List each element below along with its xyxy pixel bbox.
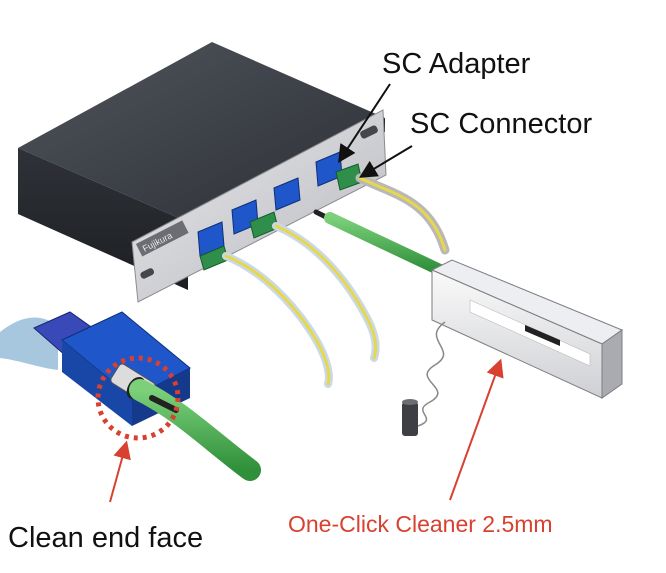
adapter-row: [197, 151, 363, 271]
cleaner-arrow: [449, 358, 504, 501]
sc-adapter-target: [315, 151, 363, 191]
clean-end-face-label: Clean end face: [8, 522, 203, 554]
cleaner-tip: [313, 209, 446, 276]
end-face-callout-circle: [95, 355, 181, 441]
one-click-cleaner: [430, 259, 624, 399]
mount-slot: [140, 268, 155, 279]
sc-adapter: [231, 199, 279, 239]
cleaner-slider: [525, 325, 560, 346]
fiber-cables: [222, 173, 450, 388]
end-face-arrow: [109, 440, 131, 503]
lanyard-cap: [402, 321, 446, 436]
enclosure-top: [18, 42, 385, 222]
fiber-enclosure: Fujikura: [18, 42, 387, 303]
closeup-inset: [0, 311, 261, 481]
front-panel: [131, 109, 387, 303]
sc-connector-label: SC Connector: [410, 108, 592, 140]
sc-adapter: [273, 177, 301, 211]
mount-slot: [360, 125, 378, 139]
sc-adapter-label: SC Adapter: [382, 48, 531, 80]
connector-arrow: [358, 145, 413, 178]
adapter-arrow: [338, 83, 391, 164]
one-click-cleaner-label: One-Click Cleaner 2.5mm: [288, 511, 553, 537]
